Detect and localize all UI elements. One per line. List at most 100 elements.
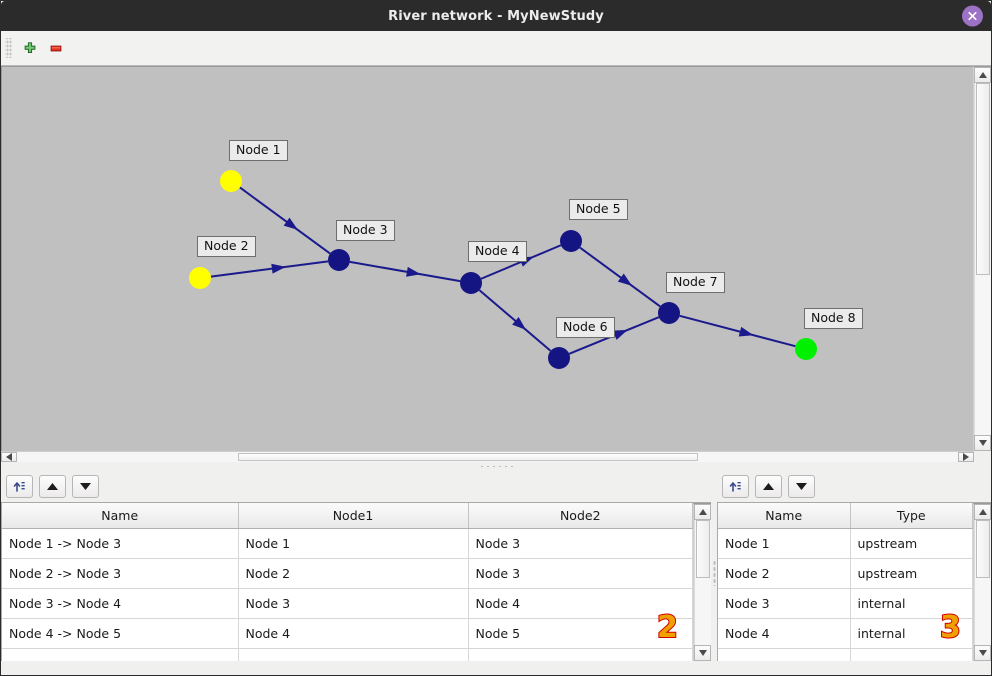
reaches-vscroll-thumb[interactable] <box>696 520 710 578</box>
graph-node-label-node-7[interactable]: Node 7 <box>666 272 725 294</box>
graph-node-node-1[interactable] <box>220 170 242 192</box>
nodes-table-cell[interactable]: upstream <box>850 528 973 559</box>
reaches-vscroll-track[interactable] <box>694 520 711 645</box>
title-bar: River network - MyNewStudy <box>1 1 991 31</box>
reaches-scroll-up-icon[interactable] <box>694 504 711 520</box>
graph-node-label-node-8[interactable]: Node 8 <box>804 308 863 330</box>
reaches-table-cell[interactable]: Node 1 <box>238 528 469 559</box>
reaches-table-cell[interactable]: Node 5 <box>468 618 693 649</box>
nodes-table-cell[interactable]: internal <box>850 588 973 619</box>
reaches-vertical-scrollbar[interactable] <box>693 503 711 661</box>
reaches-table-cell[interactable]: Node 4 <box>468 588 693 619</box>
nodes-table-cell[interactable] <box>718 648 851 661</box>
reaches-table-cell[interactable] <box>2 648 239 661</box>
nodes-column-header-type[interactable]: Type <box>850 503 973 529</box>
reaches-toolbar <box>1 471 711 502</box>
nodes-table-cell[interactable]: upstream <box>850 558 973 589</box>
reaches-table-cell[interactable]: Node 3 <box>468 528 693 559</box>
reaches-table-cell[interactable]: Node 1 -> Node 3 <box>2 528 239 559</box>
graph-node-label-node-2[interactable]: Node 2 <box>197 236 256 258</box>
scroll-right-icon[interactable] <box>958 452 974 462</box>
reaches-table-empty-row[interactable] <box>2 648 693 661</box>
edge-Node5-to-Node7[interactable] <box>579 246 661 308</box>
reaches-column-header-node2[interactable]: Node2 <box>468 503 693 529</box>
add-plus-icon[interactable] <box>17 35 43 61</box>
scroll-down-icon[interactable] <box>974 435 991 451</box>
reaches-table-cell[interactable]: Node 3 -> Node 4 <box>2 588 239 619</box>
vertical-splitter[interactable] <box>711 471 717 675</box>
river-network-canvas[interactable]: Node 1 Node 2 Node 3 Node 4 Node 5 Node 6 Node… <box>1 66 973 451</box>
graph-node-label-node-4[interactable]: Node 4 <box>468 241 527 263</box>
reaches-table-cell[interactable]: Node 2 <box>238 558 469 589</box>
toolbar-drag-handle[interactable] <box>5 38 12 58</box>
reaches-sort-button[interactable] <box>6 475 33 498</box>
reaches-table-cell[interactable] <box>468 648 693 661</box>
nodes-vscroll-track[interactable] <box>974 520 991 645</box>
nodes-move-up-button[interactable] <box>755 475 782 498</box>
graph-node-label-node-5[interactable]: Node 5 <box>569 199 628 221</box>
nodes-vertical-scrollbar[interactable] <box>973 503 991 661</box>
reaches-table-cell[interactable]: Node 2 -> Node 3 <box>2 558 239 589</box>
reaches-move-down-button[interactable] <box>72 475 99 498</box>
canvas-vscroll-track[interactable] <box>974 83 991 435</box>
reaches-table-cell[interactable] <box>238 648 469 661</box>
edge-Node2-to-Node3[interactable] <box>210 260 329 278</box>
nodes-scroll-down-icon[interactable] <box>974 645 991 661</box>
canvas-vscroll-thumb[interactable] <box>976 83 990 275</box>
graph-node-node-4[interactable] <box>460 272 482 294</box>
nodes-table-cell[interactable] <box>850 648 973 661</box>
reaches-column-header-name[interactable]: Name <box>2 503 239 529</box>
reaches-column-header-node1[interactable]: Node1 <box>238 503 469 529</box>
reaches-table-cell[interactable]: Node 3 <box>468 558 693 589</box>
nodes-table-cell[interactable]: Node 3 <box>718 588 851 619</box>
graph-node-label-node-3[interactable]: Node 3 <box>336 220 395 242</box>
reaches-table-cell[interactable]: Node 4 <box>238 618 469 649</box>
nodes-table-cell[interactable]: internal <box>850 618 973 649</box>
graph-node-node-7[interactable] <box>658 302 680 324</box>
edge-Node3-to-Node4[interactable] <box>349 260 461 283</box>
nodes-table-cell[interactable]: Node 4 <box>718 618 851 649</box>
nodes-table-cell[interactable]: Node 1 <box>718 528 851 559</box>
reaches-table-cell[interactable]: Node 4 -> Node 5 <box>2 618 239 649</box>
reaches-move-up-button[interactable] <box>39 475 66 498</box>
graph-node-node-8[interactable] <box>795 338 817 360</box>
remove-minus-icon[interactable] <box>43 35 69 61</box>
graph-node-node-3[interactable] <box>328 249 350 271</box>
graph-node-label-node-6[interactable]: Node 6 <box>556 317 615 339</box>
reaches-scroll-down-icon[interactable] <box>694 645 711 661</box>
canvas-vertical-scrollbar[interactable] <box>973 66 991 451</box>
close-icon[interactable] <box>962 5 983 27</box>
graph-node-node-5[interactable] <box>560 230 582 252</box>
graph-node-node-6[interactable] <box>548 347 570 369</box>
edge-Node7-to-Node8[interactable] <box>679 314 796 348</box>
graph-node-node-2[interactable] <box>189 267 211 289</box>
nodes-sort-button[interactable] <box>722 475 749 498</box>
scroll-left-icon[interactable] <box>1 452 17 462</box>
canvas-hscroll-track[interactable] <box>17 452 958 462</box>
canvas-hscroll-thumb[interactable] <box>238 453 698 461</box>
graph-node-label-node-1[interactable]: Node 1 <box>229 140 288 162</box>
canvas-horizontal-scrollbar[interactable] <box>1 451 974 462</box>
edge-Node1-to-Node3[interactable] <box>239 186 331 255</box>
nodes-table-empty-row[interactable] <box>718 648 973 661</box>
nodes-column-header-name[interactable]: Name <box>718 503 851 529</box>
horizontal-splitter[interactable] <box>1 462 991 471</box>
scroll-up-icon[interactable] <box>974 67 991 83</box>
nodes-vscroll-thumb[interactable] <box>976 520 990 578</box>
nodes-move-down-button[interactable] <box>788 475 815 498</box>
nodes-table-cell[interactable]: Node 2 <box>718 558 851 589</box>
reaches-table-cell[interactable]: Node 3 <box>238 588 469 619</box>
nodes-scroll-up-icon[interactable] <box>974 504 991 520</box>
edge-Node4-to-Node6[interactable] <box>478 289 552 352</box>
